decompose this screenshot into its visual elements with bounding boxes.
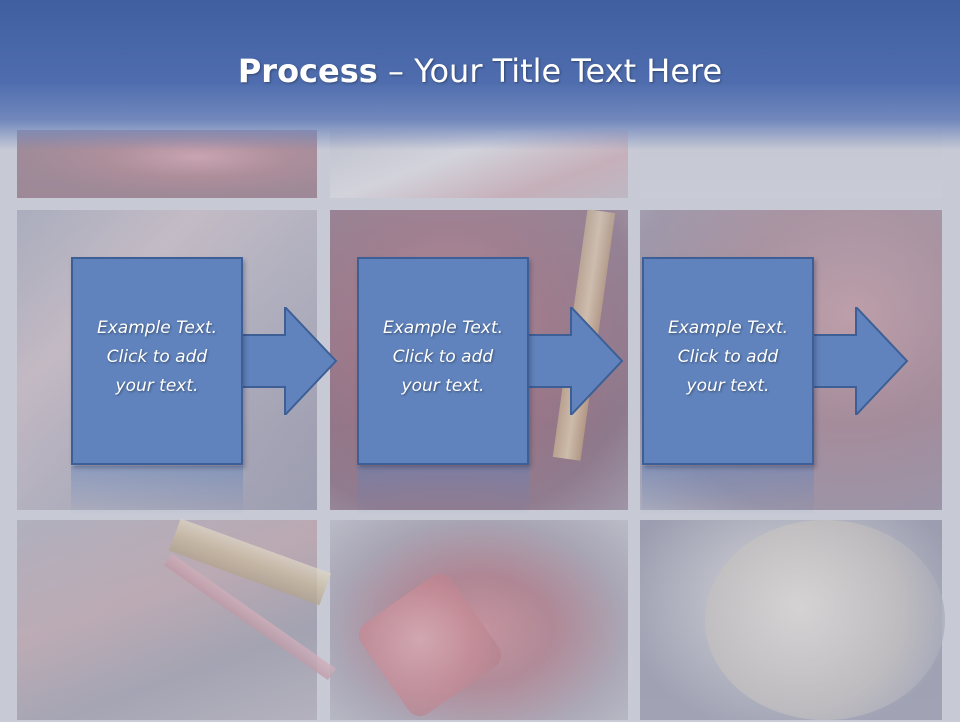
step-1-arrow bbox=[240, 307, 338, 415]
title-rest: – Your Title Text Here bbox=[377, 52, 723, 90]
step-1-reflection bbox=[71, 466, 243, 516]
step-2-box[interactable]: Example Text. Click to add your text. bbox=[357, 257, 529, 465]
step-2-text[interactable]: Example Text. Click to add your text. bbox=[359, 314, 527, 401]
step-1-line-1: Example Text. bbox=[96, 318, 218, 338]
title-bold: Process bbox=[237, 52, 378, 90]
step-3-line-2: Click to add bbox=[677, 347, 779, 367]
step-3-arrow bbox=[811, 307, 909, 415]
step-3-line-3: your text. bbox=[686, 376, 770, 396]
step-3-reflection bbox=[642, 466, 814, 516]
step-2-line-3: your text. bbox=[401, 376, 485, 396]
step-1-line-3: your text. bbox=[115, 376, 199, 396]
step-3-line-1: Example Text. bbox=[667, 318, 789, 338]
eyeshadow-compact-image bbox=[705, 520, 945, 720]
step-2-line-1: Example Text. bbox=[382, 318, 504, 338]
step-1-line-2: Click to add bbox=[106, 347, 208, 367]
step-2-arrow bbox=[526, 307, 624, 415]
step-1-box[interactable]: Example Text. Click to add your text. bbox=[71, 257, 243, 465]
step-3-text[interactable]: Example Text. Click to add your text. bbox=[644, 314, 812, 401]
slide-title[interactable]: Process – Your Title Text Here bbox=[0, 52, 960, 90]
step-2-line-2: Click to add bbox=[392, 347, 494, 367]
step-2-reflection bbox=[357, 466, 529, 516]
step-3-box[interactable]: Example Text. Click to add your text. bbox=[642, 257, 814, 465]
title-bar bbox=[0, 0, 960, 150]
step-1-text[interactable]: Example Text. Click to add your text. bbox=[73, 314, 241, 401]
